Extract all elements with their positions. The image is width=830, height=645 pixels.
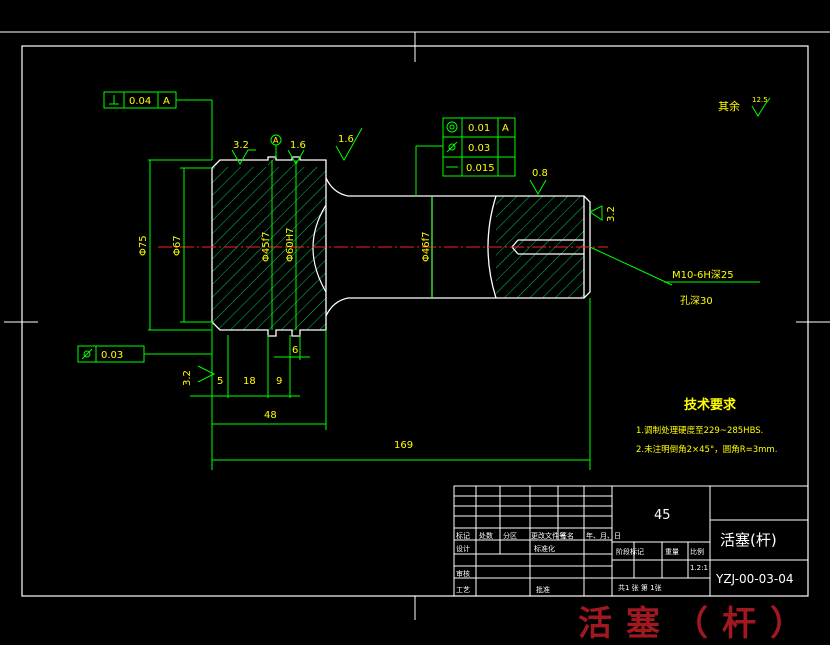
roughness-r6: 3.2	[182, 370, 193, 386]
requirement-1: 1.调制处理硬度至229~285HBS.	[636, 425, 763, 436]
gdt-frame-cylindricity	[77, 345, 145, 363]
roughness-r3: 1.6	[338, 134, 354, 145]
dim-d75: Φ75	[138, 235, 149, 256]
dim-5: 5	[217, 376, 223, 387]
requirement-2: 2.未注明倒角2×45°，圆角R=3mm.	[636, 444, 777, 455]
scale-label: 比例	[690, 547, 704, 556]
perp-tol-value: 0.04	[129, 96, 151, 107]
h-sign: 签名	[560, 531, 574, 540]
cylindricity-icon-2	[446, 141, 458, 153]
rest-roughness-label: 其余	[718, 99, 740, 113]
dim-18: 18	[243, 376, 256, 387]
roughness-r4: 0.8	[532, 168, 548, 179]
process-label: 工艺	[456, 586, 470, 594]
datum-label: A	[273, 136, 279, 145]
dim-6: 6	[292, 345, 298, 356]
drawing-number: YZJ-00-03-04	[715, 572, 793, 586]
h-count: 处数	[479, 531, 493, 540]
part-name: 活塞(杆)	[720, 531, 777, 549]
dim-d46: Φ46f7	[421, 232, 432, 262]
h-zone: 分区	[503, 531, 517, 540]
roughness-r5: 3.2	[606, 206, 617, 222]
dimension-lines	[144, 100, 760, 470]
h-docno: 更改文件号	[531, 531, 566, 540]
gdt-value-1: 0.01	[468, 123, 490, 134]
roughness-r1: 3.2	[233, 140, 249, 151]
standard-label: 标准化	[534, 544, 555, 553]
requirements-title: 技术要求	[684, 397, 737, 413]
weight-label: 重量	[665, 548, 679, 556]
title-block-grid	[453, 485, 809, 597]
cylindricity-icon	[81, 348, 93, 360]
material: 45	[654, 508, 671, 523]
title-block-text: 45 活塞(杆) YZJ-00-03-04 1.2:1 标记 处数 分区 更改文…	[456, 508, 793, 594]
dim-9: 9	[276, 376, 282, 387]
dim-169: 169	[394, 440, 413, 451]
h-mark: 标记	[456, 531, 470, 540]
gdt-value-3: 0.015	[466, 163, 495, 174]
gdt-value-2: 0.03	[468, 143, 490, 154]
dim-d67: Φ67	[172, 235, 183, 256]
dim-d60: Φ60H7	[285, 228, 296, 262]
perp-datum: A	[163, 96, 170, 107]
rest-roughness-value: 12.5	[752, 96, 768, 104]
cyl-left-value: 0.03	[101, 350, 123, 361]
design-label: 设计	[456, 544, 470, 553]
drawing-frame	[0, 31, 830, 620]
dim-d45: Φ45f7	[261, 232, 272, 262]
sheets-label: 共1 张 第 1张	[618, 583, 662, 592]
gdt-frame-group	[442, 117, 516, 177]
stage-label: 阶段标记	[616, 547, 644, 556]
concentricity-icon	[446, 121, 458, 133]
perpendicularity-icon	[109, 95, 119, 105]
roughness-symbols	[197, 97, 771, 383]
gdt-datum: A	[502, 123, 509, 134]
review-label: 审核	[456, 569, 470, 578]
watermark: 活塞（杆）	[578, 604, 818, 644]
scale-value: 1.2:1	[690, 564, 708, 572]
h-date: 年、月、日	[586, 531, 621, 540]
gdt-frame-perpendicularity	[103, 91, 212, 109]
dim-48: 48	[264, 410, 277, 421]
thread-callout: M10-6H深25	[672, 269, 734, 281]
roughness-r2: 1.6	[290, 140, 306, 151]
approve-label: 批准	[536, 585, 550, 594]
drawing-labels: 0.04 A 0.03 0.01 A 0.03 0.015 3.2 1.6 1.…	[101, 96, 777, 455]
hole-depth-callout: 孔深30	[680, 295, 713, 307]
